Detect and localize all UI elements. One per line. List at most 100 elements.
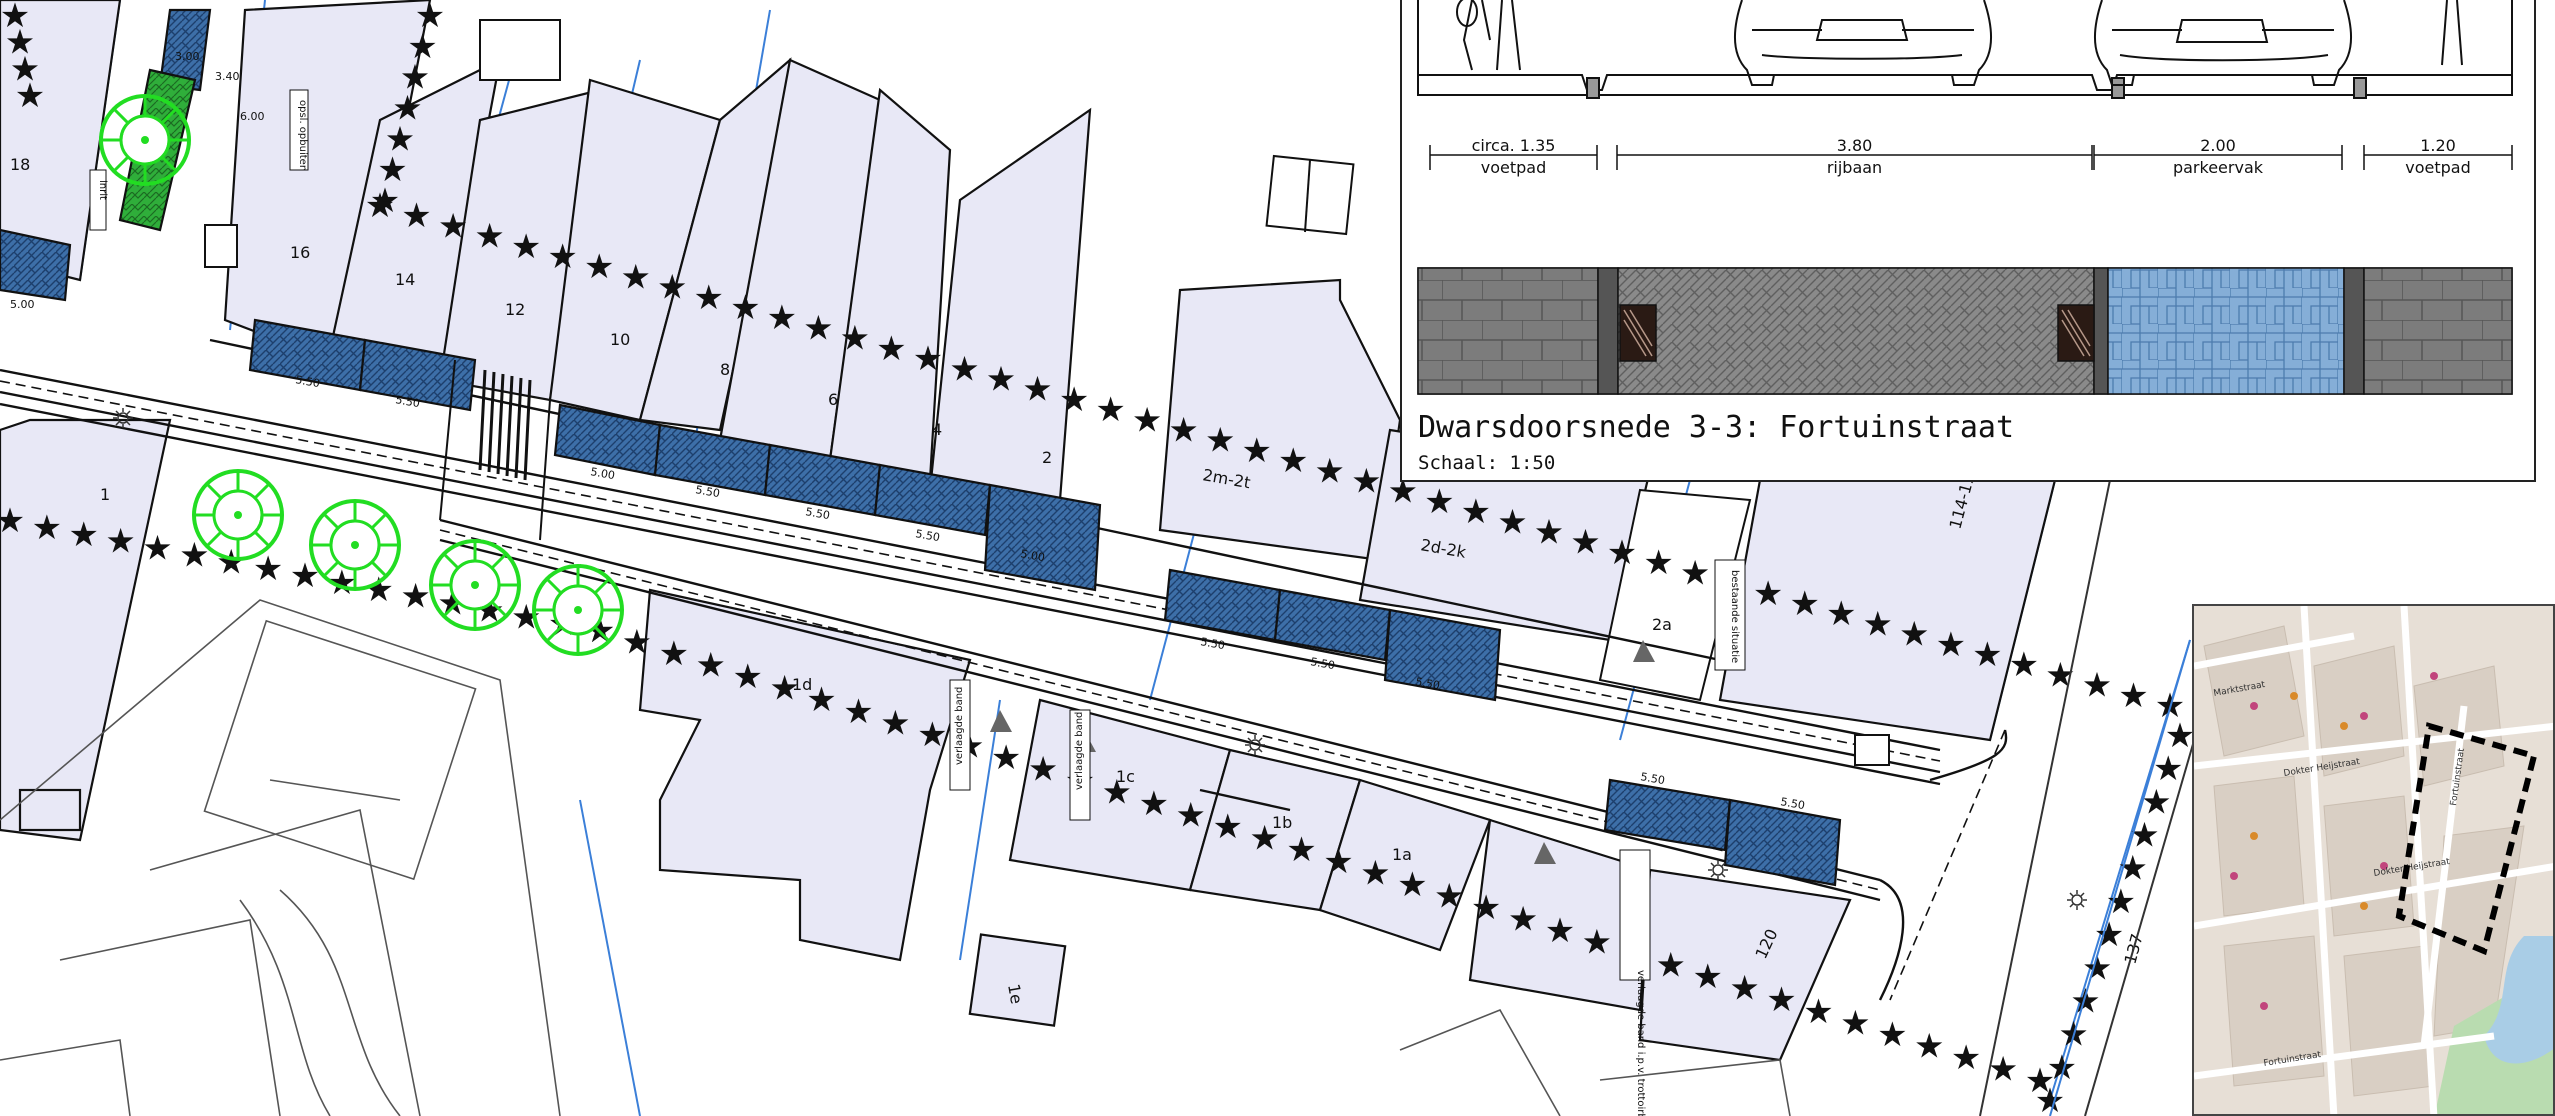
annotation-opsluitband: opsl. opbuiten <box>297 100 308 171</box>
boundary-star: ★ <box>401 196 431 236</box>
cross-section-drawing <box>1417 0 2513 395</box>
parking-bay <box>1603 778 1732 852</box>
boundary-star: ★ <box>400 577 430 617</box>
parking-dimension: 3.00 <box>175 50 200 63</box>
boundary-star: ★ <box>1508 899 1538 939</box>
building-1 <box>0 418 172 842</box>
boundary-star: ★ <box>2129 816 2159 856</box>
house-number: 6 <box>828 390 838 409</box>
parking-dimension: 5.50 <box>1639 770 1665 787</box>
boundary-star: ★ <box>1545 911 1575 951</box>
house-number: 10 <box>610 330 630 349</box>
boundary-star: ★ <box>2118 676 2148 716</box>
dim-parkeervak: 2.00 parkeervak <box>2172 136 2264 177</box>
boundary-star: ★ <box>1534 513 1564 553</box>
boundary-star: ★ <box>69 515 99 555</box>
boundary-star: ★ <box>1176 796 1206 836</box>
dim-voetpad-right: 1.20 voetpad <box>2405 136 2471 177</box>
boundary-star: ★ <box>142 529 172 569</box>
house-number: 1c <box>1116 767 1135 786</box>
boundary-star: ★ <box>2009 645 2039 685</box>
parking-bay <box>1273 588 1392 662</box>
building-2 <box>928 107 1092 502</box>
boundary-star: ★ <box>1877 1015 1907 1055</box>
parking-dimension: 3.40 <box>215 70 240 83</box>
boundary-star: ★ <box>2025 1061 2055 1101</box>
building-1d <box>638 588 972 962</box>
building-120 <box>1468 818 1652 1012</box>
annotation-boxes: verlaagde band verlaagde band verlaagde … <box>89 89 1746 1116</box>
house-number: 16 <box>290 243 310 262</box>
boundary-star: ★ <box>547 237 577 277</box>
parking-bay <box>358 338 477 412</box>
house-number: 12 <box>505 300 525 319</box>
parking-bay <box>1163 568 1282 642</box>
boundary-star: ★ <box>2153 749 2183 789</box>
parking-dimension: 5.50 <box>294 373 320 390</box>
parking-dimension: 5.50 <box>1414 675 1440 692</box>
annotation-verlaagde-band-2: verlaagde band <box>1074 712 1085 790</box>
boundary-star: ★ <box>622 623 652 663</box>
boundary-star: ★ <box>1132 400 1162 440</box>
boundary-star: ★ <box>511 227 541 267</box>
boundary-star: ★ <box>1951 1038 1981 1078</box>
sign-boxes <box>204 224 1890 766</box>
boundary-star: ★ <box>2165 716 2195 756</box>
location-minimap: Dokter Heijstraat Dokter Heijstraat Fort… <box>2192 604 2555 1116</box>
parking-dimension: 5.50 <box>1199 635 1225 652</box>
house-number: 8 <box>720 360 730 379</box>
boundary-star: ★ <box>584 247 614 287</box>
parking-bays <box>0 8 1842 887</box>
boundary-star: ★ <box>1249 819 1279 859</box>
boundary-star: ★ <box>620 257 650 297</box>
boundary-star: ★ <box>1826 594 1856 634</box>
parking-dimension: 5.00 <box>10 298 35 311</box>
annotation-verlaagde-band-long: verlaagde band i.p.v. trottoirbeen <box>1635 970 1646 1116</box>
boundary-star: ★ <box>407 27 437 67</box>
parking-bay <box>1723 798 1842 887</box>
buildings-south <box>0 418 1852 1062</box>
voetpad-right <box>2363 267 2513 395</box>
boundary-star: ★ <box>1434 876 1464 916</box>
house-number: 1d <box>792 675 812 694</box>
building-1a <box>1318 778 1492 952</box>
boundary-star: ★ <box>917 715 947 755</box>
boundary-star: ★ <box>1424 482 1454 522</box>
house-number: 14 <box>395 270 415 289</box>
boundary-star: ★ <box>1022 370 1052 410</box>
parking-bay <box>983 483 1102 592</box>
boundary-star: ★ <box>1323 842 1353 882</box>
annotation-bestaande: bestaande situatie <box>1729 570 1740 663</box>
boundary-star: ★ <box>364 570 394 610</box>
house-number: 2a <box>1652 615 1672 634</box>
boundary-star: ★ <box>415 0 445 36</box>
house-number: 4 <box>932 420 942 439</box>
parking-dimension: 5.50 <box>1779 795 1805 812</box>
boundary-star: ★ <box>1139 784 1169 824</box>
boundary-star: ★ <box>1360 853 1390 893</box>
parking-dimension: 6.00 <box>240 110 265 123</box>
boundary-star: ★ <box>1899 615 1929 655</box>
parking-dimension: 5.00 <box>1019 547 1045 564</box>
section-scale: Schaal: 1:50 <box>1418 452 1556 474</box>
parking-dimension: 5.50 <box>694 483 720 500</box>
house-number: 1b <box>1272 813 1292 832</box>
boundary-star: ★ <box>2035 1081 2065 1116</box>
boundary-star: ★ <box>696 646 726 686</box>
boundary-star: ★ <box>1351 462 1381 502</box>
parking-dimension: 5.50 <box>804 505 830 522</box>
boundary-star: ★ <box>840 319 870 359</box>
boundary-star: ★ <box>5 23 35 63</box>
boundary-star: ★ <box>32 508 62 548</box>
dim-voetpad-left: circa. 1.35 voetpad <box>1471 136 1556 177</box>
boundary-star: ★ <box>1278 441 1308 481</box>
boundary-star: ★ <box>1397 865 1427 905</box>
boundary-star: ★ <box>1840 1003 1870 1043</box>
east-street <box>1979 479 2201 1116</box>
boundary-star: ★ <box>2047 1048 2077 1088</box>
rijbaan <box>1617 267 2095 395</box>
crosswalk <box>439 359 551 541</box>
section-title: Dwarsdoorsnede 3-3: Fortuinstraat <box>1418 410 2015 445</box>
